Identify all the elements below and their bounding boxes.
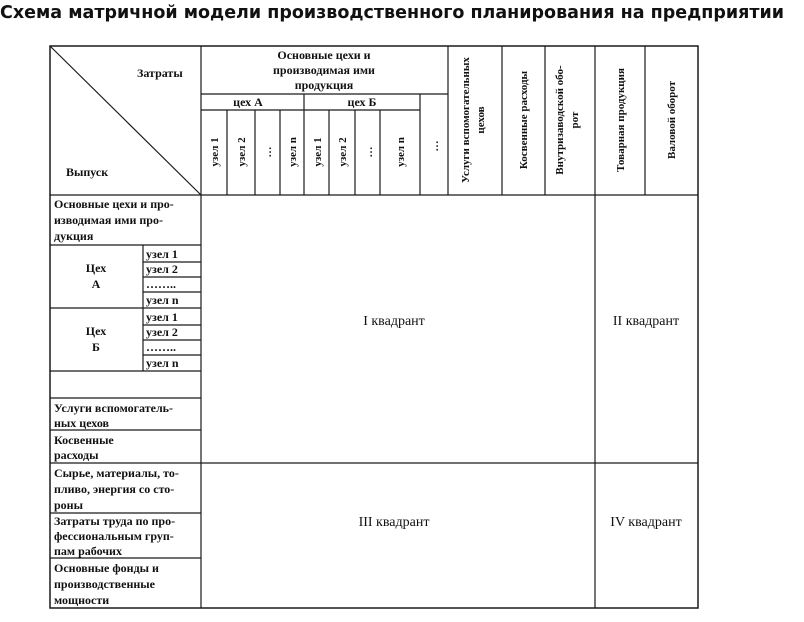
shop-a-row-line2: А — [92, 277, 101, 291]
shop-b-node-ellipsis-column: … — [363, 147, 375, 158]
shop-a-node-1-row: узел 1 — [146, 247, 178, 261]
shop-a-row-line1: Цех — [86, 261, 106, 275]
labor-costs-row-line1: Затраты труда по про- — [54, 514, 175, 528]
main-shops-column-line1: Основные цехи и — [277, 48, 370, 62]
aux-services-row-line1: Услуги вспомогатель- — [54, 401, 173, 415]
raw-materials-row-line2: пливо, энергия со сто- — [54, 482, 174, 496]
shop-a-node-n-row: узел n — [146, 293, 179, 307]
indirect-costs-column: Косвенные расходы — [518, 70, 530, 169]
shop-a-node-1-column: узел 1 — [209, 137, 221, 166]
shop-b-node-n-row: узел n — [146, 356, 179, 370]
shop-a-node-ellipsis-column: … — [262, 147, 274, 158]
shop-b-node-2-row: узел 2 — [146, 325, 178, 339]
labor-costs-row-line3: пам рабочих — [54, 544, 122, 558]
shop-a-node-ellipsis-row: …….. — [146, 277, 176, 291]
shop-a-node-n-column: узел n — [287, 137, 299, 167]
corner-output-label: Выпуск — [66, 165, 108, 179]
shop-a-node-2-column: узел 2 — [236, 137, 248, 167]
shop-b-node-2-column: узел 2 — [337, 137, 349, 167]
fixed-assets-row-line1: Основные фонды и — [54, 561, 159, 575]
shop-b-row-line2: Б — [92, 340, 100, 354]
indirect-costs-row-line1: Косвенные — [54, 433, 114, 447]
commodity-output-column: Товарная продукция — [615, 68, 627, 172]
shop-b-row-line1: Цех — [86, 324, 106, 338]
table-grid — [49, 45, 699, 609]
quadrant-3-label: III квадрант — [359, 515, 430, 530]
shop-b-node-n-column: узел n — [395, 137, 407, 167]
indirect-costs-row-line2: расходы — [54, 448, 99, 462]
labor-costs-row-line2: фессиональным груп- — [54, 529, 174, 543]
main-shops-column-header: Основные цехи и производимая ими продукц… — [273, 48, 375, 92]
aux-services-row-line2: ных цехов — [54, 416, 110, 430]
shop-a-column-header: цех А — [233, 95, 263, 109]
main-shops-row-line3: дукция — [54, 229, 94, 243]
intra-turnover-column-line2: рот — [569, 111, 581, 128]
aux-services-column-line2: цехов — [475, 106, 487, 133]
shop-a-node-columns: узел 1 узел 2 … узел n — [209, 137, 299, 167]
right-columns-headers: Услуги вспомогательных цехов Косвенные р… — [460, 57, 678, 183]
main-shops-column-line2: производимая ими — [273, 63, 375, 77]
shop-b-node-1-column: узел 1 — [312, 137, 324, 166]
quadrant-4-label: IV квадрант — [610, 515, 681, 530]
shop-b-node-1-row: узел 1 — [146, 310, 178, 324]
shop-a-node-2-row: узел 2 — [146, 262, 178, 276]
fixed-assets-row-line2: производственные — [54, 577, 156, 591]
gross-turnover-column: Валовой оборот — [666, 80, 678, 159]
shop-b-column-header: цех Б — [348, 95, 377, 109]
main-shops-column-line3: продукция — [295, 78, 354, 92]
shop-b-node-ellipsis-row: …….. — [146, 340, 176, 354]
more-shops-column: … — [429, 141, 441, 152]
raw-materials-row-line1: Сырье, материалы, то- — [54, 466, 179, 480]
row-headers: Основные цехи и про- изводимая ими про- … — [54, 197, 179, 607]
quadrant-2-label: II квадрант — [613, 314, 679, 329]
page-title: Схема матричной модели производственного… — [0, 3, 785, 23]
main-shops-row-line1: Основные цехи и про- — [54, 197, 174, 211]
main-shops-row-line2: изводимая ими про- — [54, 213, 163, 227]
shop-b-node-columns: узел 1 узел 2 … узел n — [312, 137, 407, 167]
fixed-assets-row-line3: мощности — [54, 593, 109, 607]
corner-costs-label: Затраты — [137, 66, 183, 80]
raw-materials-row-line3: роны — [54, 498, 84, 512]
aux-services-column-line1: Услуги вспомогательных — [460, 57, 472, 183]
quadrant-1-label: I квадрант — [363, 314, 425, 329]
intra-turnover-column-line1: Внутризаводской обо- — [554, 65, 566, 175]
